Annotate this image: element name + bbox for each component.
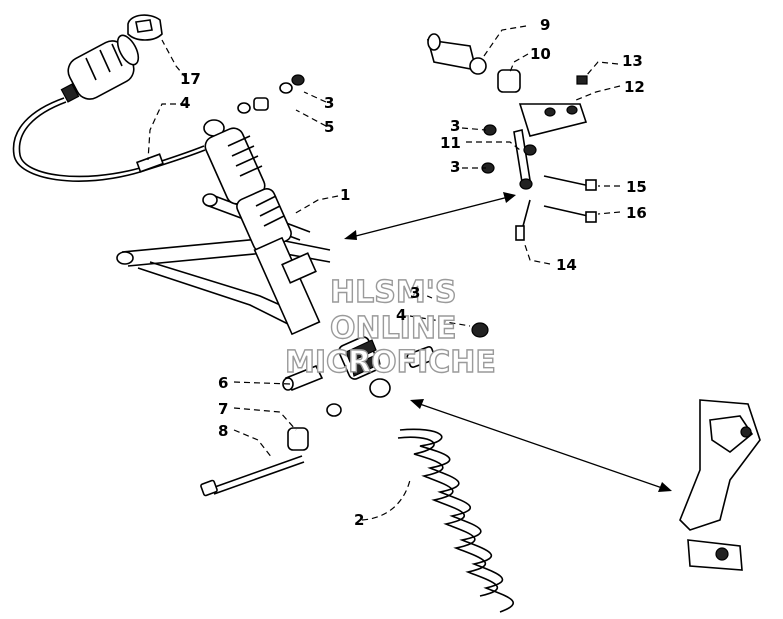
callout-13: 13	[622, 52, 643, 70]
remote-hose-inner	[18, 101, 205, 178]
watermark-line-1: HLSM'S	[330, 275, 456, 310]
callout-10: 10	[530, 45, 551, 63]
top-mount-hardware	[237, 74, 305, 114]
bottom-mount-hardware	[200, 322, 489, 497]
callout-1: 1	[340, 186, 350, 204]
callout-3: 3	[450, 158, 460, 176]
callout-9: 9	[540, 16, 550, 34]
leader-lines	[147, 25, 621, 521]
callout-3: 3	[324, 94, 334, 112]
callout-17: 17	[180, 70, 201, 88]
linkage-assembly	[426, 33, 597, 241]
callout-12: 12	[624, 78, 645, 96]
callout-3: 3	[410, 284, 420, 302]
shock-absorber	[203, 119, 391, 398]
coil-spring	[397, 428, 515, 613]
callout-7: 7	[218, 400, 228, 418]
callout-11: 11	[440, 134, 461, 152]
hose-fitting	[135, 153, 165, 173]
reference-arrow-lower	[410, 399, 672, 492]
callout-5: 5	[324, 118, 334, 136]
callout-2: 2	[354, 511, 364, 529]
callout-labels: 1 2 3 3 3 3 4 4 5 6 7 8 9 10 11 12 13 14…	[180, 16, 647, 529]
callout-16: 16	[626, 204, 647, 222]
reservoir-clamp	[127, 14, 163, 41]
callout-4: 4	[396, 306, 406, 324]
callout-3: 3	[450, 117, 460, 135]
watermark-line-3: MICROFICHE	[285, 345, 496, 380]
reference-arrow-upper	[344, 192, 516, 240]
watermark: HLSM'S ONLINE MICROFICHE	[284, 274, 496, 380]
callout-4: 4	[180, 94, 190, 112]
watermark-line-2: ONLINE	[330, 311, 457, 346]
callout-8: 8	[218, 422, 228, 440]
remote-hose	[12, 97, 206, 182]
callout-15: 15	[626, 178, 647, 196]
reservoir-canister	[60, 34, 140, 103]
callout-6: 6	[218, 374, 228, 392]
callout-14: 14	[556, 256, 577, 274]
mounting-bracket	[679, 399, 761, 571]
